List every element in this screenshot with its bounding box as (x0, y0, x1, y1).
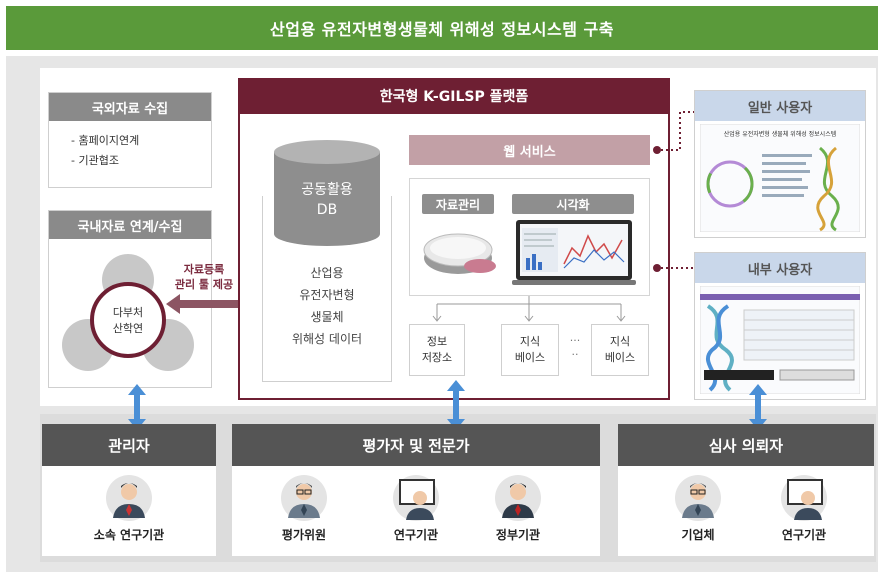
data-line-4: 위해성 데이터 (291, 332, 363, 346)
platform-header: 한국형 K-GILSP 플랫폼 (238, 78, 670, 114)
data-line-2: 유전자변형 (299, 288, 355, 302)
visualization-label: 시각화 (512, 194, 634, 214)
data-line-3: 생물체 (310, 310, 344, 324)
person-glasses-icon (675, 475, 721, 521)
info-repository-box: 정보 저장소 (409, 324, 465, 376)
ellipsis-vertical: ·· (571, 348, 579, 361)
db-label-line2: DB (317, 202, 337, 218)
info-repository-line2: 저장소 (421, 351, 453, 364)
web-service-header: 웹 서비스 (409, 135, 650, 165)
shared-db-icon: 공동활용 DB (274, 140, 380, 246)
output-ellipsis: ··· ·· (563, 334, 587, 362)
registration-double-arrow (166, 294, 276, 314)
output-connectors (432, 296, 626, 322)
general-user-header: 일반 사용자 (695, 91, 865, 121)
overseas-item-agency: - 기관협조 (71, 154, 119, 167)
person-label-research-institute-2: 연구기관 (781, 528, 827, 542)
data-management-label: 자료관리 (422, 194, 494, 214)
knowledge-base-box-2: 지식 베이스 (591, 324, 649, 376)
person-research-institute-2: 연구기관 (764, 474, 844, 543)
petri-dish-icon (423, 233, 496, 274)
requester-header: 심사 의뢰자 (618, 424, 874, 466)
requester-double-arrow (749, 384, 767, 430)
data-line-1: 산업용 (310, 266, 344, 280)
knowledge-base-1-line2: 베이스 (514, 351, 546, 364)
info-repository-line1: 정보 (426, 335, 448, 348)
domestic-data-header: 국내자료 연계/수집 (49, 211, 211, 239)
person-suit-icon (106, 475, 152, 521)
venn-center-line1: 다부처 (113, 306, 143, 319)
person-suit-icon (495, 475, 541, 521)
knowledge-base-2-line1: 지식 (609, 335, 631, 348)
general-user-screenshot: 산업용 유전자변형 생물체 위해성 정보시스템 (700, 124, 860, 232)
db-data-text: 산업용 유전자변형 생물체 위해성 데이터 (262, 262, 392, 350)
person-monitor-icon (393, 475, 439, 521)
admin-double-arrow (128, 384, 146, 430)
person-label-affiliated-institute: 소속 연구기관 (93, 528, 165, 542)
knowledge-base-1-line1: 지식 (519, 335, 541, 348)
person-research-institute: 연구기관 (376, 474, 456, 543)
ellipsis-horizontal: ··· (569, 334, 581, 347)
overseas-item-homepage: - 홈페이지연계 (71, 134, 140, 147)
registration-tool-line2: 관리 툴 제공 (174, 278, 234, 291)
person-affiliated-institute: 소속 연구기관 (79, 474, 179, 543)
registration-tool-line1: 자료등록 (183, 263, 225, 276)
knowledge-base-2-line2: 베이스 (604, 351, 636, 364)
user-dotted-connectors (653, 111, 696, 272)
domestic-venn: 다부처 산학연 (62, 254, 194, 371)
screen-title-1: 산업용 유전자변형 생물체 위해성 정보시스템 (724, 130, 837, 138)
person-label-evaluation-committee: 평가위원 (281, 528, 327, 542)
db-label-line1: 공동활용 (301, 182, 353, 198)
admin-header: 관리자 (42, 424, 216, 466)
person-label-research-institute: 연구기관 (393, 528, 439, 542)
person-evaluation-committee: 평가위원 (264, 474, 344, 543)
registration-tool-label: 자료등록 관리 툴 제공 (164, 262, 244, 292)
knowledge-base-box-1: 지식 베이스 (501, 324, 559, 376)
requester-body (618, 466, 874, 556)
internal-user-screenshot (700, 286, 860, 394)
page-title: 산업용 유전자변형생물체 위해성 정보시스템 구축 (6, 6, 878, 50)
venn-center-circle (90, 282, 166, 358)
person-label-government-agency: 정부기관 (495, 528, 541, 542)
visualization-laptop-icon (512, 220, 636, 285)
person-label-company: 기업체 (681, 528, 715, 542)
evaluator-double-arrow (447, 380, 465, 430)
person-company: 기업체 (658, 474, 738, 543)
venn-center-line2: 산학연 (113, 322, 143, 335)
person-government-agency: 정부기관 (478, 474, 558, 543)
person-glasses-icon (281, 475, 327, 521)
overseas-data-header: 국외자료 수집 (49, 93, 211, 121)
db-data-frame (262, 196, 392, 382)
person-monitor-icon (781, 475, 827, 521)
evaluator-header: 평가자 및 전문가 (232, 424, 600, 466)
internal-user-header: 내부 사용자 (695, 253, 865, 283)
overseas-data-box: 국외자료 수집 - 홈페이지연계 - 기관협조 (48, 92, 212, 188)
